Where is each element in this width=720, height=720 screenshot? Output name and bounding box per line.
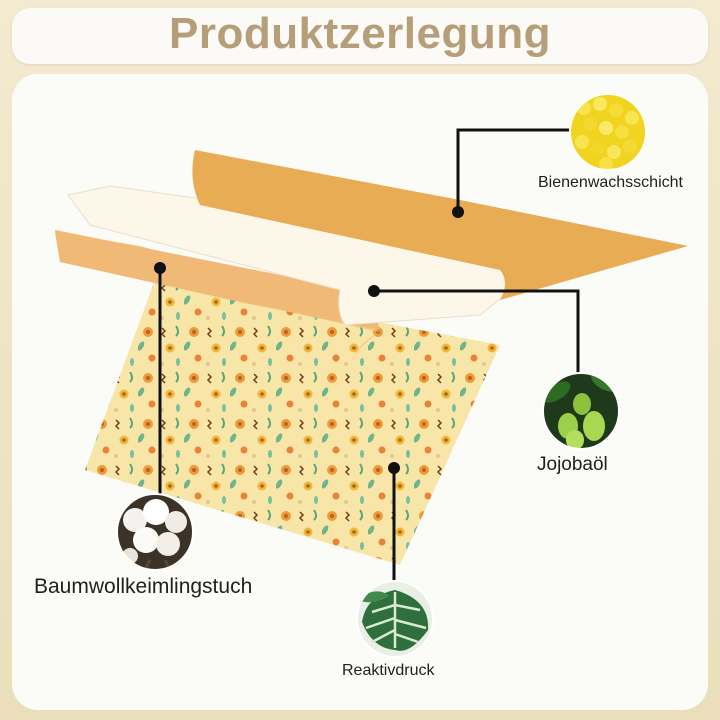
title-bar — [12, 8, 708, 64]
fabric-layer — [85, 280, 500, 565]
beeswax-top-sheet — [192, 150, 688, 300]
cotton-boll-icon — [117, 494, 193, 570]
beeswax-layer-label: Bienenwachsschicht — [538, 174, 683, 191]
reactive-print-label: Reaktivdruck — [342, 662, 435, 679]
page-title: Produktzerlegung — [168, 9, 552, 58]
monstera-leaf-icon — [357, 581, 433, 657]
jojoba-fruit-icon — [543, 373, 619, 449]
beeswax-pellets-icon — [570, 94, 646, 170]
cotton-cloth-label: Baumwollkeimlingstuch — [34, 575, 253, 598]
jojoba-leader-line — [374, 289, 580, 374]
jojoba-oil-label: Jojobaöl — [537, 454, 608, 475]
beeswax-leader-line — [456, 128, 572, 212]
